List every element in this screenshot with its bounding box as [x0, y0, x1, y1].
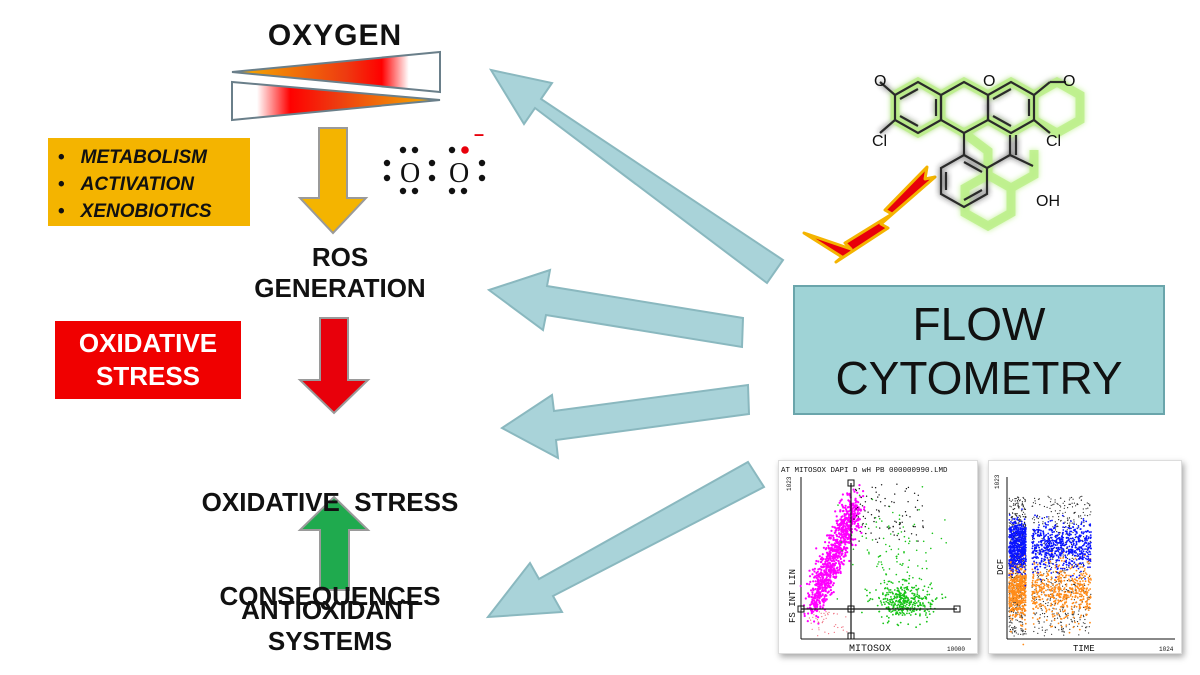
- antioxidant-line: ANTIOXIDANT: [241, 595, 419, 625]
- superoxide-structure: O O –: [383, 124, 486, 195]
- oh-label: OH: [1036, 193, 1060, 210]
- teal-arrow-antioxidant: [485, 460, 766, 619]
- flow-cytometry-line: FLOW: [912, 298, 1046, 350]
- oxidative-stress-line: STRESS: [95, 361, 201, 391]
- oxidative-stress-line: OXIDATIVE: [78, 328, 218, 358]
- ros-generation-label: ROS GENERATION: [200, 242, 480, 304]
- consequences-label: OXIDATIVE STRESS CONSEQUENCES: [170, 425, 490, 643]
- oxidative-stress-box: OXIDATIVE STRESS: [55, 321, 241, 399]
- teal-arrow-ros: [486, 268, 745, 349]
- lightning-bolt-icon: [802, 165, 937, 264]
- superoxide-o2: O: [449, 158, 469, 189]
- consequences-line: OXIDATIVE STRESS: [201, 487, 459, 518]
- superoxide-o1: O: [400, 158, 420, 189]
- plot2-ylabel: DCF: [996, 559, 1006, 575]
- plot2-ymax: 1023: [994, 474, 1001, 489]
- plot2-xmax: 1024: [1159, 646, 1174, 653]
- flow-cytometry-line: CYTOMETRY: [835, 352, 1123, 404]
- oxygen-label: OXYGEN: [267, 19, 403, 52]
- antioxidant-systems-label: ANTIOXIDANT SYSTEMS: [180, 595, 480, 657]
- plot1-xmax: 10000: [947, 646, 965, 653]
- ros-arrow: [297, 127, 369, 235]
- xanthene-oxygen-label: O: [983, 73, 995, 90]
- cl-right-label: Cl: [1046, 133, 1061, 150]
- oxygen-left-label: O: [874, 73, 886, 90]
- mitosox-plot-canvas: AT MITOSOX DAPI D wH PB 000000990.LMD FS…: [781, 467, 971, 655]
- dcf-plot-canvas: DCF TIME 1023 1024: [994, 474, 1175, 654]
- plot2-points: [1008, 495, 1092, 646]
- dcf-time-plot: DCF TIME 1023 1024: [988, 460, 1182, 654]
- plot1-points: [799, 483, 947, 637]
- dcf-molecule: [879, 76, 1085, 232]
- source-item: XENOBIOTICS: [58, 198, 250, 225]
- consequences-line: CONSEQUENCES: [219, 580, 441, 611]
- unpaired-electron: [461, 146, 469, 154]
- mitosox-scatter-plot: AT MITOSOX DAPI D wH PB 000000990.LMD FS…: [778, 460, 978, 655]
- plot1-ymax: 1023: [786, 476, 793, 491]
- dcf-molecule-labels: O Cl Cl OH O O: [872, 73, 1075, 210]
- ros-label-line: GENERATION: [254, 273, 426, 304]
- teal-arrow-consequences: [500, 383, 751, 460]
- flow-cytometry-box: FLOW CYTOMETRY: [793, 285, 1165, 415]
- superoxide-charge: –: [474, 124, 484, 144]
- oxygen-right-label: O: [1063, 73, 1075, 90]
- cl-left-label: Cl: [872, 133, 887, 150]
- ros-label-line: ROS: [311, 242, 369, 272]
- plot1-xlabel: MITOSOX: [849, 644, 891, 653]
- stress-arrow: [297, 317, 371, 415]
- ros-sources-box: METABOLISM ACTIVATION XENOBIOTICS: [48, 138, 250, 226]
- plot1-title: AT MITOSOX DAPI D wH PB 000000990.LMD: [781, 467, 948, 475]
- antioxidant-line: SYSTEMS: [267, 626, 393, 657]
- source-item: ACTIVATION: [58, 171, 250, 198]
- source-item: METABOLISM: [58, 144, 250, 171]
- teal-arrows: [485, 68, 785, 619]
- teal-arrow-oxygen: [488, 68, 785, 285]
- plot1-ylabel: FS INT LIN: [788, 569, 798, 623]
- plot2-xlabel: TIME: [1073, 644, 1095, 653]
- antioxidant-arrow: [297, 495, 371, 591]
- oxygen-gradient-wedges: [231, 50, 441, 122]
